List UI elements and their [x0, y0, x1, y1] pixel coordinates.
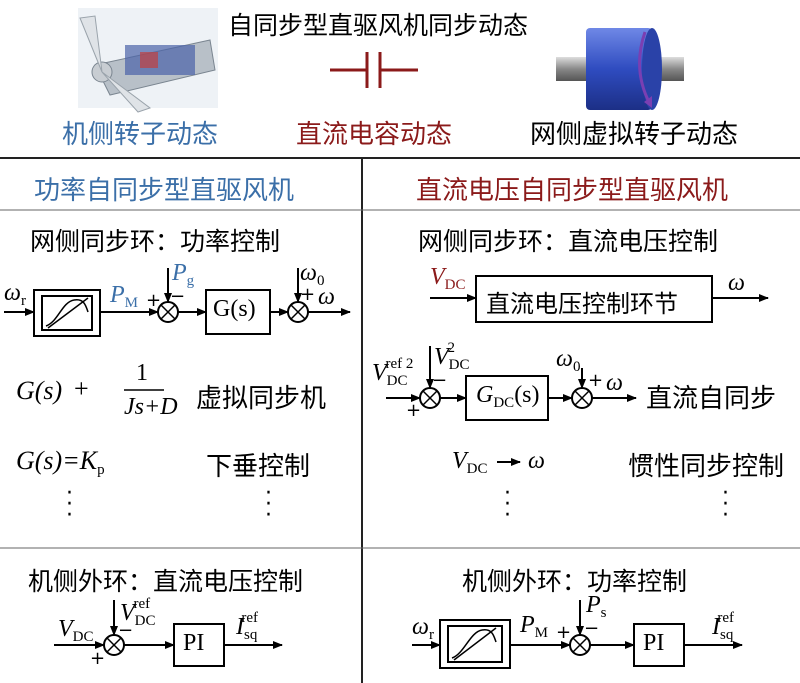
omega-map-label: ω	[528, 448, 545, 474]
eq1-denominator: Js+D	[124, 394, 178, 420]
left-machine-loop-title: 机侧外环：直流电压控制	[28, 567, 304, 596]
vdc-ref2-label: VDCref 2	[372, 356, 414, 389]
vdc-label: VDC	[58, 616, 94, 645]
table-grid	[0, 157, 800, 683]
eq1-numerator: 1	[136, 360, 148, 386]
droop-control-label: 下垂控制	[206, 452, 311, 482]
grid-virtual-rotor-label: 网侧虚拟转子动态	[530, 120, 739, 150]
dc-voltage-control-block: 直流电压控制环节	[486, 290, 678, 318]
plus-sign: +	[300, 284, 316, 305]
minus-sign: −	[584, 618, 600, 639]
inertia-sync-label: 惯性同步控制	[628, 452, 785, 482]
pm-label: PM	[520, 612, 549, 641]
gs-block-label: G(s)	[213, 296, 256, 322]
left-grid-loop-diagram	[4, 268, 351, 391]
vdc-ref-label: VDCref	[120, 596, 156, 629]
dc-capacitor-label: 直流电容动态	[296, 120, 453, 150]
ellipsis-right-2: ···	[722, 481, 729, 528]
ellipsis-left: ···	[66, 481, 73, 528]
plus-sign: +	[74, 374, 89, 403]
right-grid-loop-diagram	[386, 275, 769, 466]
ellipsis-right: ···	[504, 481, 511, 528]
ps-label: Ps	[586, 592, 607, 621]
minus-sign: −	[432, 370, 448, 391]
omega-output-label-2: ω	[606, 370, 623, 396]
pg-label: Pg	[172, 260, 195, 289]
plus-sign: +	[556, 622, 572, 643]
vdc-input-label: VDC	[430, 264, 466, 293]
machine-rotor-label: 机侧转子动态	[62, 120, 219, 150]
omega-r-label: ωr	[4, 280, 26, 309]
minus-sign: −	[118, 620, 134, 641]
pi-block-label: PI	[643, 630, 665, 656]
right-section-title: 直流电压自同步型直驱风机	[416, 176, 729, 206]
pm-label: PM	[110, 282, 139, 311]
page-title: 自同步型直驱风机同步动态	[228, 11, 529, 40]
ellipsis-left-2: ···	[265, 481, 272, 528]
left-machine-loop-diagram	[54, 600, 283, 667]
dc-self-sync-label: 直流自同步	[646, 384, 777, 414]
plus-sign: +	[588, 370, 604, 391]
vdc-map-label: VDC	[452, 448, 488, 477]
left-grid-loop-title: 网侧同步环：功率控制	[30, 227, 281, 256]
eq1-lhs: G(s)	[16, 376, 63, 405]
right-machine-loop-diagram	[412, 600, 743, 669]
omega-r-label: ωr	[412, 614, 434, 643]
omega0-label: ω0	[556, 346, 581, 375]
gdc-block-label: GDC(s)	[476, 382, 540, 411]
left-section-title: 功率自同步型直驱风机	[34, 176, 295, 206]
plus-sign: +	[406, 400, 422, 421]
isq-ref-label: Isqref	[236, 610, 258, 643]
wind-turbine-image	[78, 8, 218, 113]
virtual-sync-machine-label: 虚拟同步机	[196, 384, 327, 414]
vdc-squared-label: VDC2	[434, 340, 470, 373]
right-machine-loop-title: 机侧外环：功率控制	[462, 567, 688, 596]
minus-sign: −	[170, 286, 186, 307]
pi-block-label: PI	[183, 630, 205, 656]
omega-output-label: ω	[318, 284, 335, 310]
plus-sign: +	[146, 290, 162, 311]
omega-output-label: ω	[728, 270, 745, 296]
right-grid-loop-title: 网侧同步环：直流电压控制	[418, 227, 719, 256]
virtual-rotor-icon	[556, 28, 684, 110]
isq-ref-label: Isqref	[712, 610, 734, 643]
omega0-label: ω0	[300, 260, 325, 289]
eq2: G(s)=Kp	[16, 446, 105, 478]
capacitor-icon	[330, 52, 418, 88]
plus-sign: +	[90, 648, 106, 669]
